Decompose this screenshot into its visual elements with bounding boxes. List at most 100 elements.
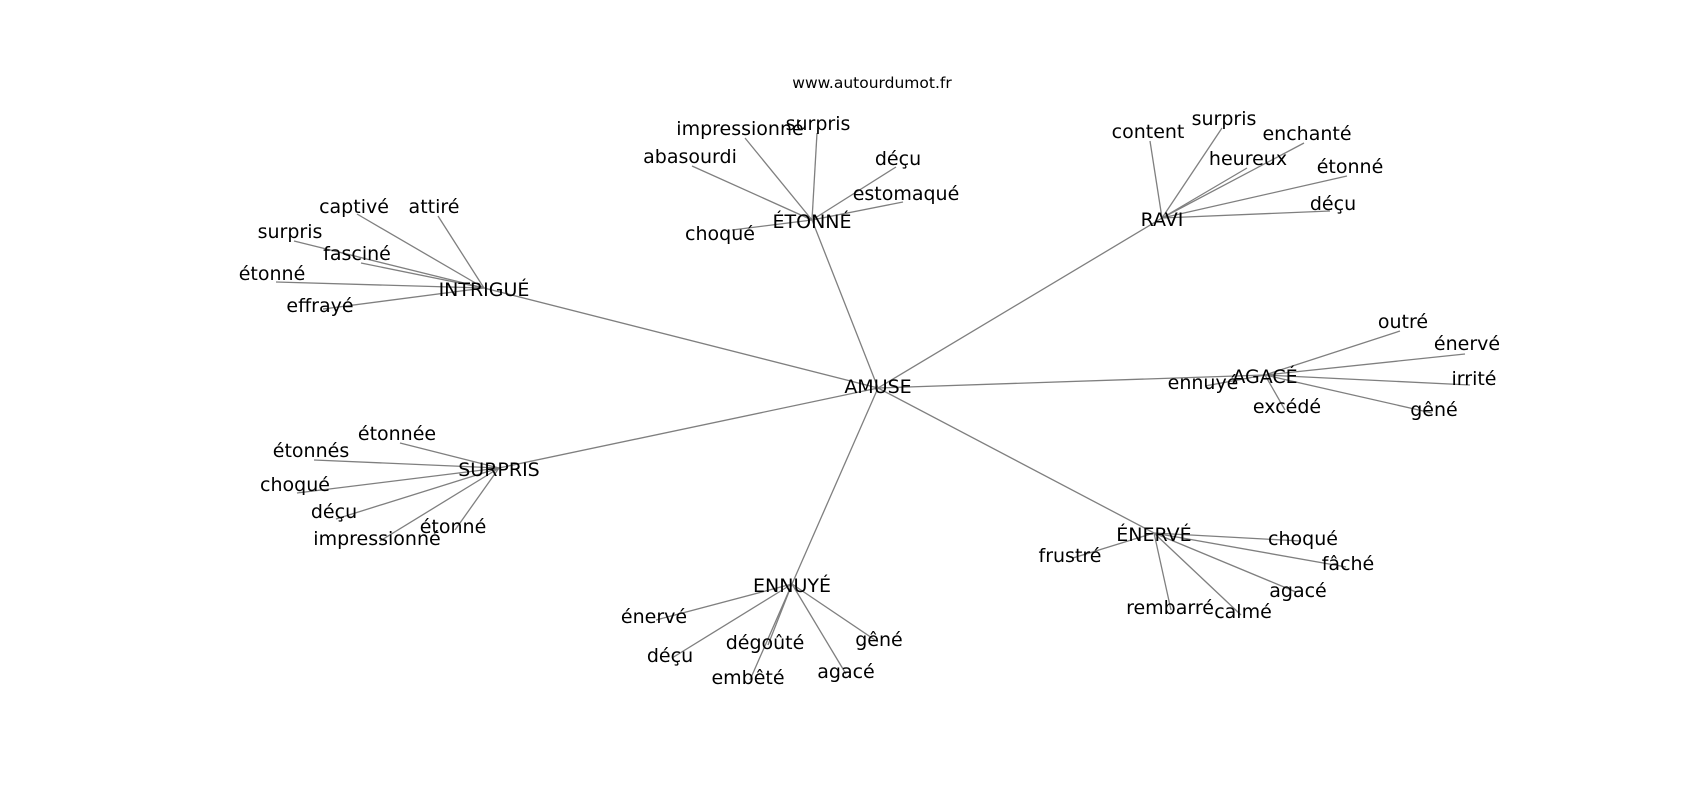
leaf-edge — [1149, 140, 1163, 219]
leaf-edge — [322, 287, 485, 310]
related-word: calmé — [1214, 601, 1272, 623]
related-word: choqué — [260, 474, 330, 496]
related-word: content — [1112, 121, 1185, 143]
group-word: ENNUYÉ — [753, 574, 831, 597]
leaf-edge — [811, 166, 897, 221]
related-word: dégoûté — [726, 632, 805, 654]
center-edge — [877, 374, 1266, 389]
leaf-edge — [1153, 532, 1242, 616]
related-word: étonnée — [358, 423, 436, 445]
related-word: effrayé — [286, 295, 353, 317]
group-word: RAVI — [1141, 209, 1184, 231]
group-word: AGACÉ — [1232, 365, 1297, 388]
related-word: déçu — [875, 148, 921, 170]
related-word: embêté — [711, 667, 784, 689]
related-word: agacé — [817, 661, 874, 683]
graph-labels: www.autourdumot.fr impressionnésurprisab… — [239, 74, 1500, 689]
leaf-edge — [671, 583, 793, 659]
leaf-edge — [749, 583, 793, 681]
leaf-edge — [293, 240, 485, 289]
center-edge — [811, 219, 879, 389]
related-word: gêné — [855, 629, 902, 651]
related-word: énervé — [1434, 333, 1500, 355]
leaf-edge — [811, 201, 904, 221]
related-word: déçu — [311, 501, 357, 523]
related-word: fâché — [1322, 553, 1375, 575]
leaf-edge — [1161, 142, 1305, 219]
related-word: outré — [1378, 311, 1428, 333]
related-word: ennuyé — [1168, 372, 1239, 394]
related-word: étonné — [1317, 156, 1384, 178]
source-label: www.autourdumot.fr — [792, 74, 952, 92]
leaf-edge — [379, 467, 500, 542]
graph-edges — [275, 127, 1471, 681]
leaf-edge — [1161, 167, 1248, 219]
leaf-edge — [1161, 210, 1331, 219]
leaf-edge — [437, 215, 485, 289]
leaf-edge — [1153, 532, 1347, 568]
leaf-edge — [275, 281, 485, 289]
related-word: enchanté — [1262, 123, 1351, 145]
related-word: énervé — [621, 606, 687, 628]
leaf-edge — [399, 442, 500, 469]
related-word: impressionné — [313, 528, 440, 550]
related-word: étonné — [239, 263, 306, 285]
center-edge — [483, 287, 879, 389]
leaf-edge — [791, 583, 879, 643]
leaf-edge — [1264, 330, 1401, 376]
group-word: SURPRIS — [458, 459, 540, 481]
leaf-edge — [731, 219, 813, 231]
related-word: étonné — [420, 516, 487, 538]
center-word: AMUSE — [844, 376, 911, 398]
related-word: rembarré — [1126, 597, 1214, 619]
group-word: ÉNERVÉ — [1116, 523, 1191, 546]
center-edge — [877, 217, 1163, 389]
leaf-edge — [1204, 374, 1266, 387]
related-word: agacé — [1269, 580, 1326, 602]
center-edge — [791, 387, 879, 585]
leaf-edge — [1264, 353, 1466, 376]
leaf-edge — [811, 132, 818, 221]
related-word: impressionné — [676, 118, 803, 140]
related-word: choqué — [685, 223, 755, 245]
leaf-edge — [1153, 532, 1297, 593]
leaf-edge — [1072, 532, 1155, 559]
related-word: heureux — [1209, 148, 1287, 170]
related-word: surpris — [786, 113, 851, 135]
related-word: frustré — [1039, 545, 1102, 567]
leaf-edge — [1153, 532, 1302, 542]
related-word: abasourdi — [643, 146, 737, 168]
leaf-edge — [360, 262, 485, 289]
leaf-edge — [1264, 374, 1286, 411]
related-word: surpris — [258, 221, 323, 243]
related-word: attiré — [409, 196, 460, 218]
leaf-edge — [296, 467, 500, 494]
leaf-edge — [1161, 175, 1348, 219]
related-word: surpris — [1192, 108, 1257, 130]
related-word: déçu — [1310, 193, 1356, 215]
leaf-edge — [744, 137, 813, 221]
leaf-edge — [1161, 127, 1223, 219]
leaf-edge — [356, 213, 485, 289]
leaf-edge — [454, 467, 500, 531]
leaf-edge — [655, 583, 793, 621]
related-word: excédé — [1253, 396, 1321, 418]
related-word: gêné — [1410, 399, 1457, 421]
leaf-edge — [691, 165, 813, 221]
center-edge — [877, 387, 1155, 534]
related-word: estomaqué — [853, 183, 960, 205]
related-word: choqué — [1268, 528, 1338, 550]
leaf-edge — [1264, 374, 1433, 414]
leaf-edge — [791, 583, 847, 675]
related-word: déçu — [647, 645, 693, 667]
related-word: fasciné — [323, 243, 391, 265]
related-word: étonnés — [273, 440, 349, 462]
leaf-edge — [1264, 374, 1471, 386]
leaf-edge — [313, 459, 500, 469]
group-word: INTRIGUÉ — [439, 278, 530, 301]
center-edge — [498, 387, 879, 469]
related-word: irrité — [1452, 368, 1497, 390]
leaf-edge — [1153, 532, 1172, 611]
group-word: ÉTONNÉ — [773, 210, 852, 233]
